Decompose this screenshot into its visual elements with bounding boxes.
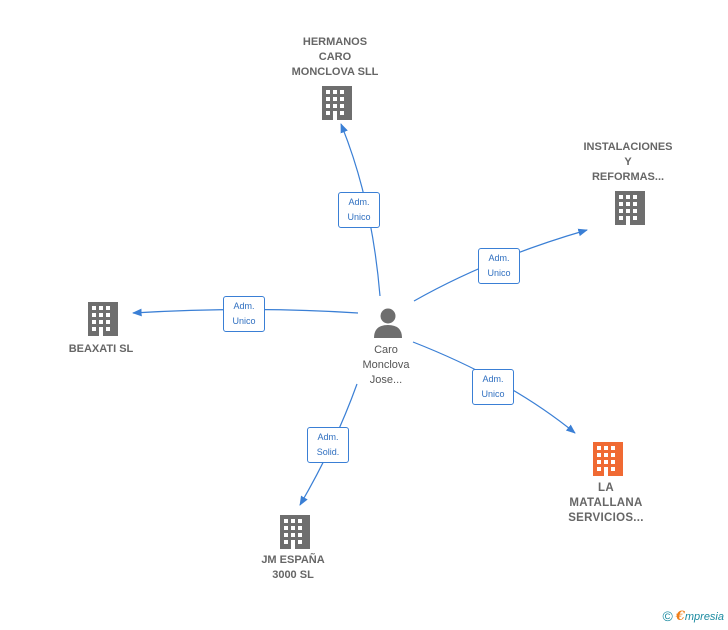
building-icon-highlighted[interactable] <box>593 442 623 476</box>
node-label-jm[interactable]: JM ESPAÑA 3000 SL <box>261 554 325 581</box>
edge-label-matallana: Adm. Unico <box>472 369 514 405</box>
brand-logo-text: mpresia <box>684 610 724 623</box>
node-label-beaxati[interactable]: BEAXATI SL <box>68 343 134 355</box>
node-label-center-person[interactable]: Caro Monclova Jose... <box>362 344 410 386</box>
building-icon[interactable] <box>322 86 352 120</box>
person-icon[interactable] <box>374 308 402 339</box>
edge-label-beaxati: Adm. Unico <box>223 296 265 332</box>
edge-label-hermanos: Adm. Unico <box>338 192 380 228</box>
node-label-matallana[interactable]: LA MATALLANA SERVICIOS... <box>568 482 644 524</box>
brand-footer: © €mpresia <box>663 608 725 624</box>
copyright-icon: © <box>662 608 673 624</box>
brand-logo-first-letter: € <box>675 608 685 624</box>
building-icon[interactable] <box>280 515 310 549</box>
node-label-hermanos[interactable]: HERMANOS CARO MONCLOVA SLL <box>291 36 379 78</box>
building-icon[interactable] <box>615 191 645 225</box>
node-label-instalaciones[interactable]: INSTALACIONES Y REFORMAS... <box>583 141 673 183</box>
brand-logo[interactable]: €mpresia <box>676 609 724 624</box>
edge-label-instalaciones: Adm. Unico <box>478 248 520 284</box>
building-icon[interactable] <box>88 302 118 336</box>
edge-label-jm: Adm. Solid. <box>307 427 349 463</box>
